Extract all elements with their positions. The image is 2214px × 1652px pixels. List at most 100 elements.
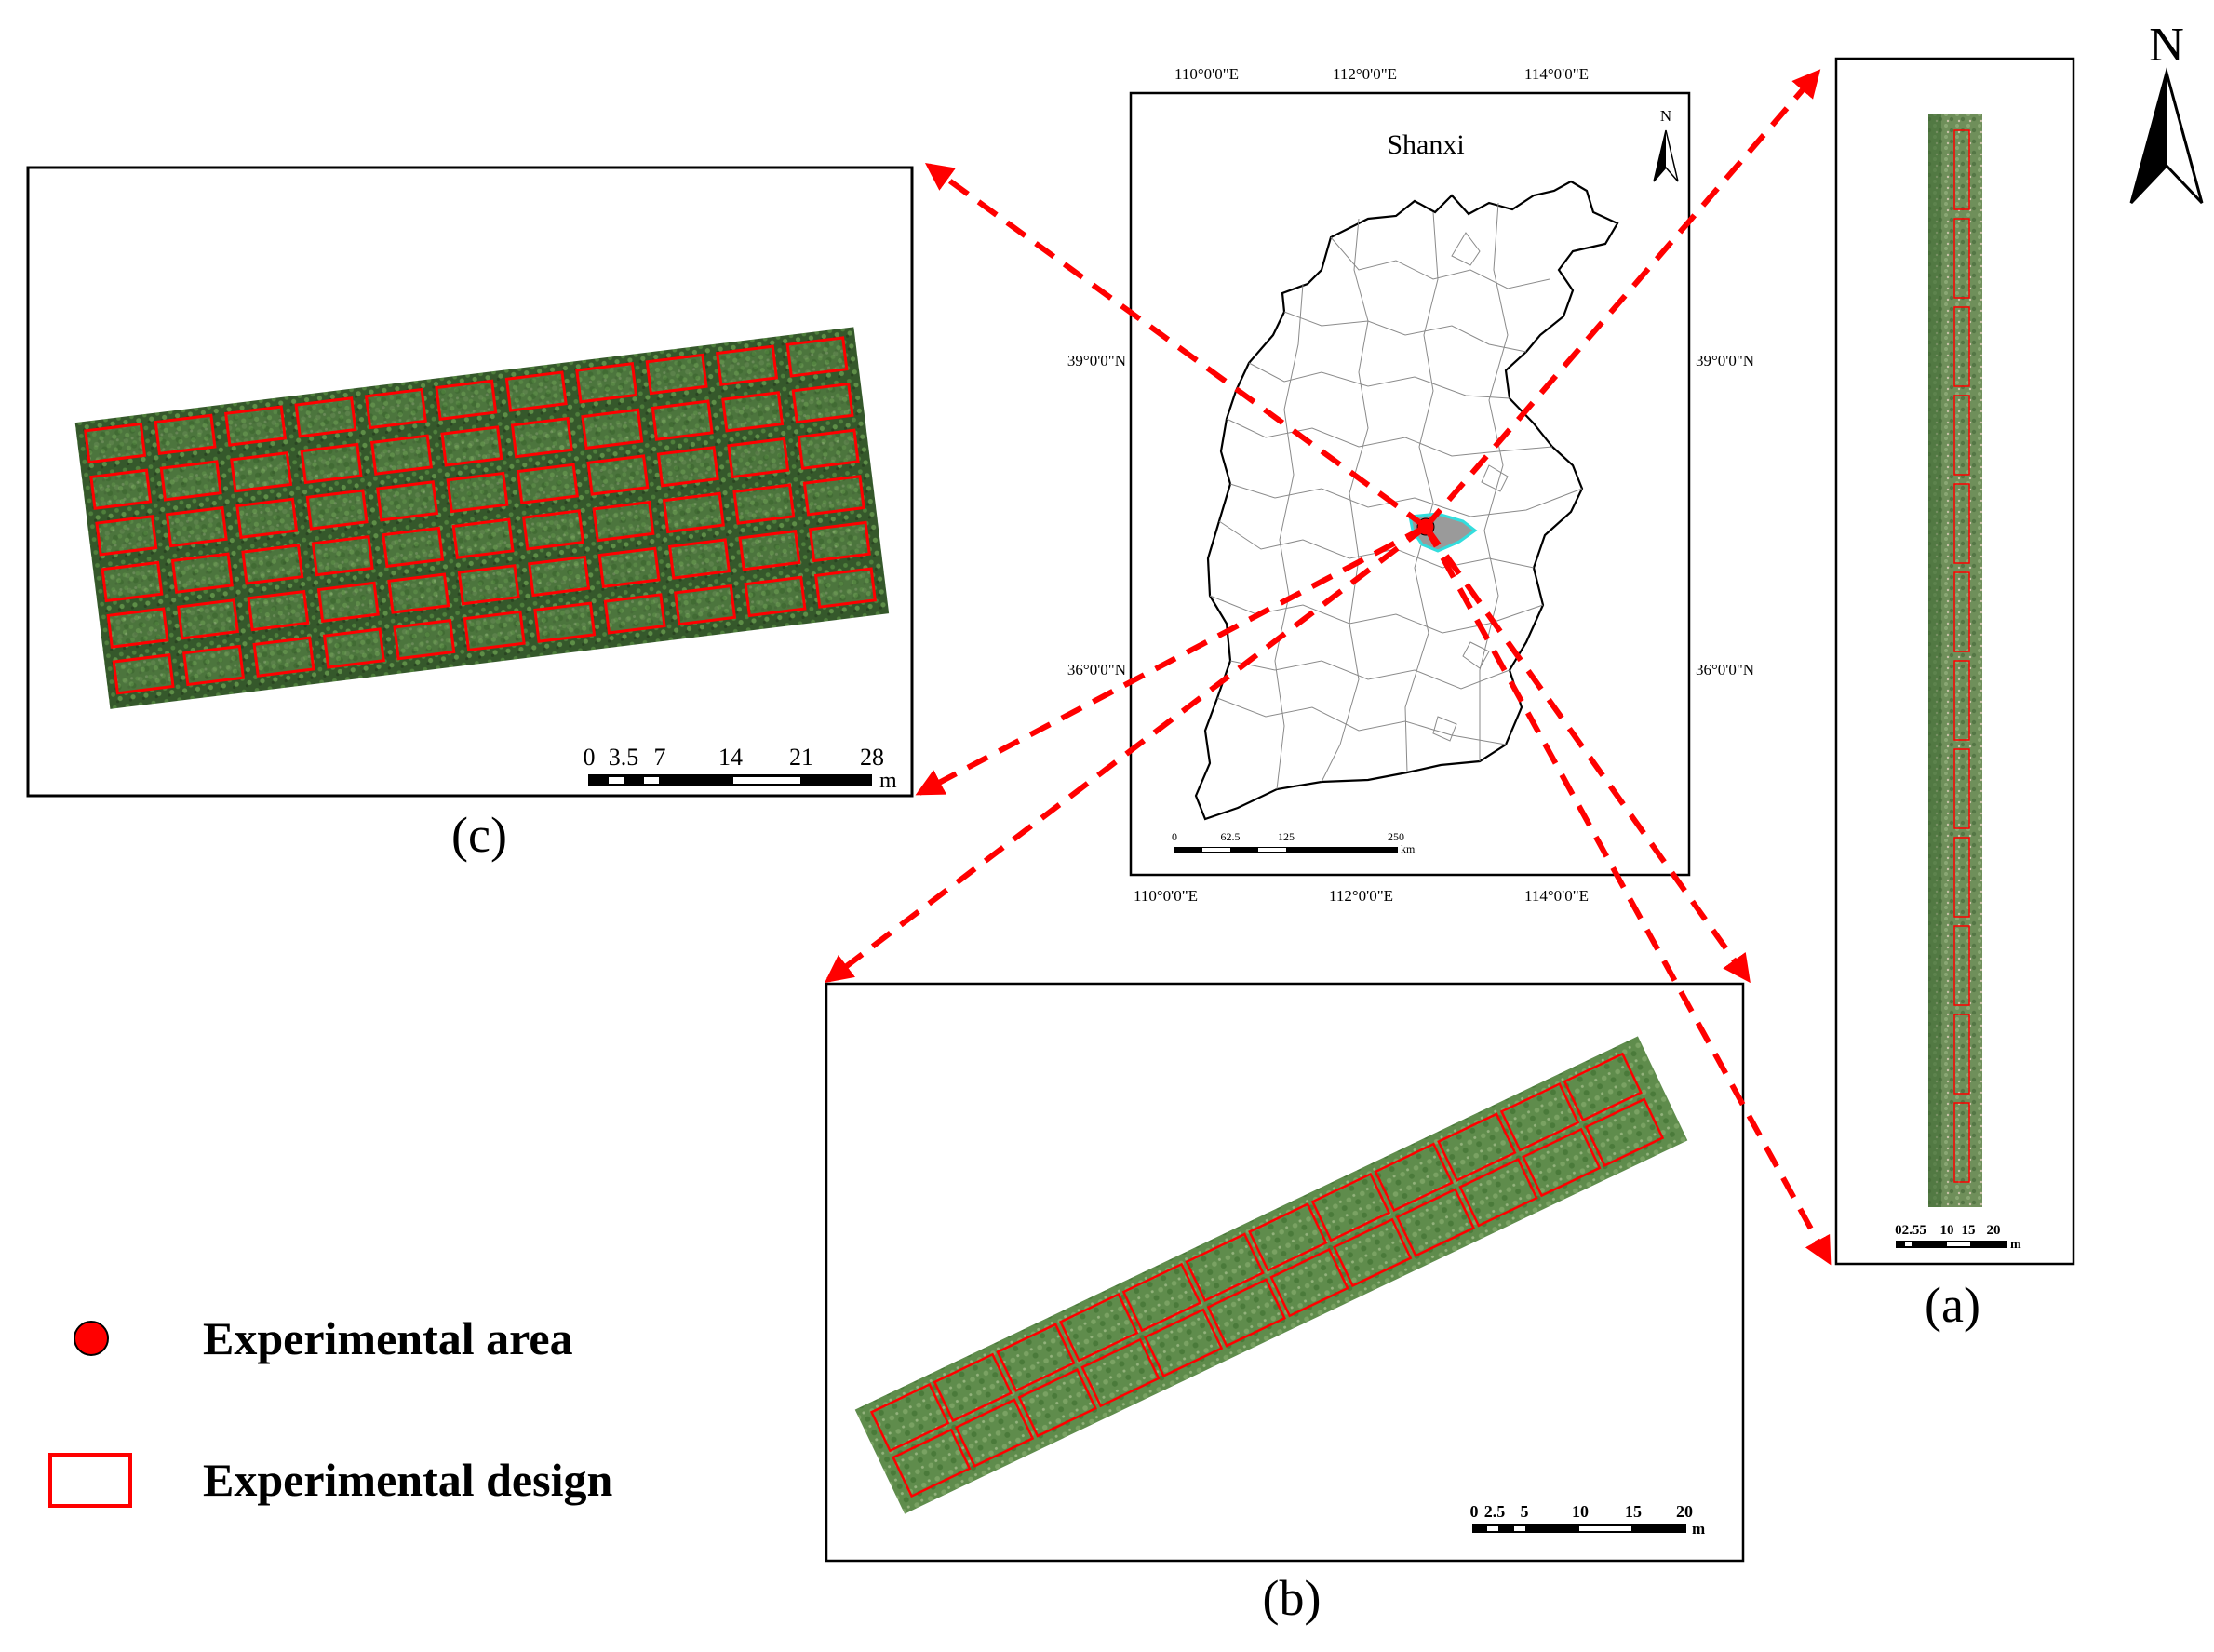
panel-c-caption: (c) (451, 807, 507, 863)
plot-outline (440, 425, 503, 467)
lat-label-right: 39°0'0"N (1696, 352, 1754, 369)
legend-label-experimental-area: Experimental area (203, 1312, 573, 1364)
plot-outline (1185, 1232, 1265, 1302)
scale-tick-label: 02.55 (1895, 1223, 1926, 1238)
north-arrow-icon: N (2129, 19, 2204, 205)
plot-outline (721, 391, 785, 433)
plot-outline (376, 480, 439, 522)
lon-label-bottom: 112°0'0"E (1329, 887, 1393, 905)
scale-tick-label: 28 (860, 744, 884, 771)
plot-outline (446, 471, 509, 514)
legend-rect-icon (48, 1453, 132, 1508)
plot-outline (1522, 1127, 1602, 1198)
plot-outline (1953, 660, 1970, 741)
lat-label-left: 39°0'0"N (1067, 352, 1126, 369)
plot-outline (311, 534, 374, 577)
panel-b-caption: (b) (1263, 1570, 1322, 1626)
plot-outline (667, 538, 731, 580)
scale-tick-label: 10 (1572, 1502, 1589, 1521)
arrow-to-panel-c-top (924, 163, 1428, 530)
scale-tick-label: 14 (718, 744, 743, 771)
panel-a-plot-column (1953, 129, 1970, 1183)
plot-outline (744, 575, 807, 618)
arrow-to-panel-c-bottom (915, 524, 1428, 796)
svg-text:N: N (1660, 107, 1671, 125)
scale-tick-label: 2.5 (1484, 1502, 1506, 1521)
plot-outline (369, 434, 433, 476)
plot-outline (1953, 306, 1970, 387)
plot-outline (1248, 1202, 1328, 1272)
panel-c-scale-unit: m (879, 769, 897, 793)
plot-outline (1395, 1188, 1476, 1257)
plot-outline (393, 618, 456, 661)
plot-outline (802, 475, 865, 517)
plot-outline (1953, 483, 1970, 564)
plot-outline (738, 530, 801, 571)
plot-outline (1584, 1097, 1665, 1167)
panel-b-scale-unit: m (1692, 1520, 1705, 1538)
panel-a-field-shadow (1928, 114, 1941, 1207)
panel-c-field-image (74, 327, 890, 709)
plot-outline (112, 653, 175, 695)
plot-outline (451, 517, 515, 559)
svg-text:N: N (2149, 19, 2184, 72)
plot-outline (533, 601, 597, 643)
plot-outline (954, 1398, 1035, 1468)
lat-label-left: 36°0'0"N (1067, 661, 1126, 678)
plot-outline (170, 552, 234, 594)
plot-outline (84, 422, 147, 464)
plot-outline (382, 526, 445, 569)
scale-tick-label: 3.5 (609, 744, 639, 771)
plot-outline (305, 489, 369, 531)
plot-outline (597, 546, 661, 588)
scale-tick-label: 5 (1521, 1502, 1529, 1521)
plot-outline (727, 437, 790, 479)
plot-outline (235, 497, 299, 540)
panel-a-scale-unit: m (2010, 1238, 2021, 1252)
plot-outline (1058, 1292, 1139, 1363)
plot-outline (1458, 1157, 1538, 1228)
shanxi-scale-unit: km (1401, 842, 1416, 855)
lat-label-right: 36°0'0"N (1696, 661, 1754, 678)
plot-outline (176, 598, 239, 640)
plot-outline (387, 572, 450, 614)
plot-outline (1953, 925, 1970, 1006)
scale-tick-label: 0 (584, 744, 596, 771)
legend-dot-icon (74, 1321, 109, 1356)
plot-outline (1563, 1052, 1643, 1122)
plot-outline (241, 544, 304, 585)
plot-outline (1206, 1278, 1287, 1348)
plot-outline (1953, 395, 1970, 476)
scale-tick-label: 10 (1940, 1223, 1954, 1238)
longitude-labels-top: 110°0'0"E 112°0'0"E 114°0'0"E (1174, 65, 1589, 83)
plot-outline (892, 1428, 972, 1498)
plot-outline (662, 491, 725, 534)
scale-tick-label: 15 (1962, 1223, 1976, 1238)
plot-outline (1269, 1247, 1349, 1318)
plot-outline (1143, 1308, 1224, 1377)
shanxi-map-panel: 110°0'0"E 112°0'0"E 114°0'0"E 110°0'0"E … (1067, 65, 1754, 905)
plot-outline (656, 446, 719, 488)
plot-outline (1953, 129, 1970, 210)
plot-outline (247, 589, 310, 632)
plot-outline (785, 336, 849, 378)
plot-outline (463, 610, 526, 652)
shanxi-north-arrow-icon: N (1653, 107, 1679, 182)
plot-outline (252, 636, 315, 678)
scale-tick-label: 21 (789, 744, 813, 771)
shanxi-map-title: Shanxi (1387, 129, 1464, 160)
plot-outline (1953, 571, 1970, 652)
county-boundaries (1209, 202, 1583, 790)
latitude-labels-left: 39°0'0"N 36°0'0"N (1067, 352, 1126, 678)
plot-outline (651, 399, 714, 441)
plot-outline (645, 353, 708, 396)
plot-outline (182, 644, 246, 687)
scale-tick-label: 125 (1278, 830, 1295, 843)
plot-outline (159, 460, 222, 502)
plot-outline (674, 584, 737, 626)
plot-outline (294, 396, 357, 438)
arrow-to-panel-b-right (1423, 525, 1751, 984)
